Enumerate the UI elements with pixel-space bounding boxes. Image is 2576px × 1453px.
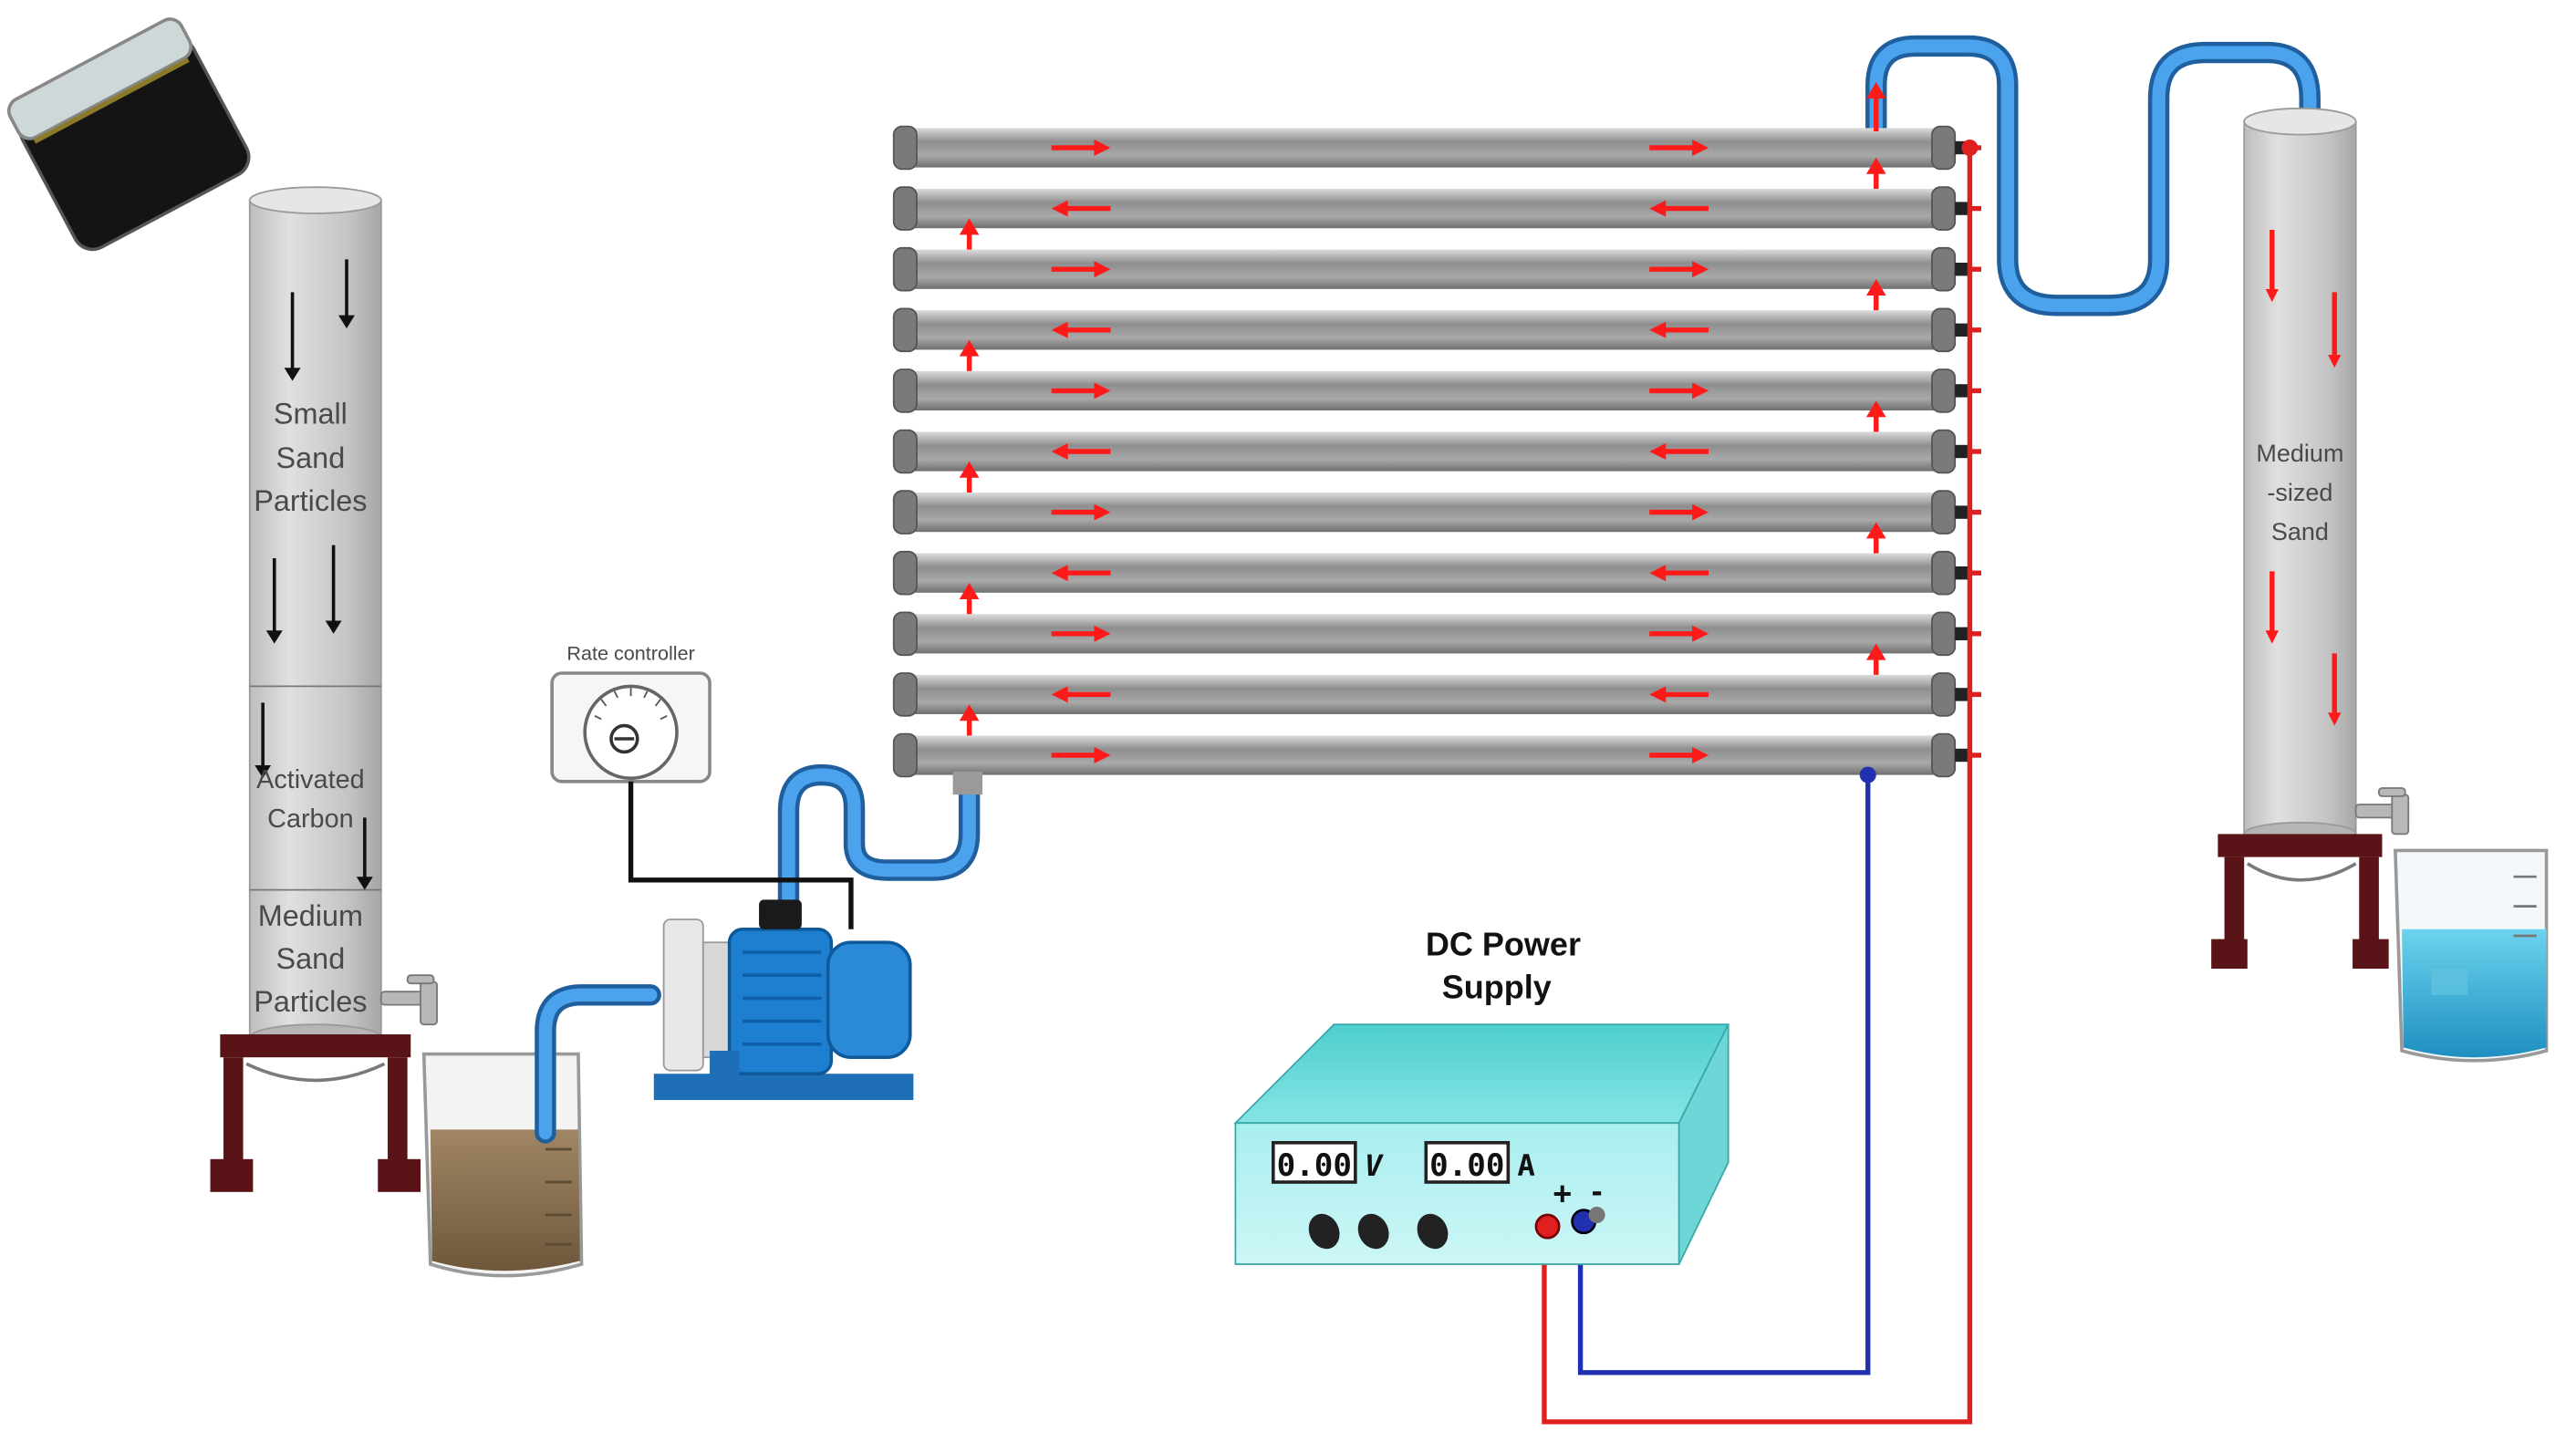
current-unit: A [1517,1148,1535,1183]
flow-arrow [1051,382,1111,400]
reactor-tube [892,246,1982,292]
dc-power-supply-label-2: Supply [1442,968,1552,1005]
flow-arrow [1649,443,1709,460]
flow-arrow [1051,261,1111,278]
knob-icon [1308,1213,1340,1250]
medium-sized-sand-label-1: Medium [2256,440,2343,467]
flow-arrow [1051,321,1111,338]
medium-sand-label-1: Medium [258,899,363,932]
flow-arrow [1051,503,1111,521]
plus-sign: + [1553,1175,1572,1212]
electrical-wiring [1542,140,1979,1425]
rate-controller [550,671,712,784]
treated-water-beaker-icon [2394,848,2549,1063]
voltage-display [1271,1141,1357,1184]
flow-arrow [1649,686,1709,703]
flow-arrow [1649,503,1709,521]
flow-arrow [1051,140,1111,156]
blue-tubing [535,35,2321,1144]
small-sand-label-2: Sand [276,441,346,474]
left-column-down-arrows [254,259,373,890]
medium-sand-label-2: Sand [276,942,346,975]
flow-arrow [1051,200,1111,217]
right-column-labels: Medium -sized Sand [2256,440,2343,545]
voltage-readout: 0.00 [1277,1147,1352,1184]
small-sand-label-3: Particles [254,484,367,517]
flow-arrow [1051,747,1111,763]
reactor-tube [892,307,1982,353]
positive-terminal-node [1961,140,1979,156]
controller-cable [628,781,854,929]
flow-arrow [1865,82,1886,131]
oil-beaker-icon [6,17,251,252]
dc-power-supply [1233,1023,1730,1265]
reactor-tube [892,490,1982,534]
control-knobs [1308,1213,1449,1250]
left-column-stand [210,1034,421,1192]
reactor-inlet [952,772,983,795]
left-filter-column [248,186,382,1052]
medium-sand-label-3: Particles [254,985,367,1018]
medium-sized-sand-label-2: -sized [2267,479,2332,506]
right-column-stand [2211,834,2389,969]
flow-arrow [1649,200,1709,217]
flow-arrow [1649,747,1709,763]
flow-arrow [1051,625,1111,642]
activated-carbon-label-2: Carbon [267,804,353,834]
current-display [1424,1141,1511,1184]
rate-controller-label: Rate controller [566,642,694,665]
electrochemical-reactor [892,82,1982,778]
left-column-labels: Small Sand Particles Activated Carbon Me… [254,397,367,1017]
negative-wire [1577,774,1871,1375]
positive-wire [1542,148,1973,1425]
flow-arrow [1051,443,1111,460]
flow-arrow [1649,321,1709,338]
flow-arrow [1649,261,1709,278]
current-readout: 0.00 [1429,1147,1504,1184]
dial-icon [609,723,639,754]
negative-terminal-node [1859,766,1876,784]
right-tap-icon [2354,787,2410,835]
voltage-unit: V [1365,1148,1384,1183]
knob-icon [1417,1213,1449,1250]
flow-arrow [1649,565,1709,582]
minus-sign: - [1592,1172,1603,1209]
flow-arrow [1649,140,1709,156]
flow-arrow [1649,625,1709,642]
plus-terminal-icon [1534,1213,1561,1240]
right-filter-column [2243,107,2357,846]
pump-icon [653,899,914,1100]
knob-icon [1357,1213,1389,1250]
flow-arrow [1649,382,1709,400]
activated-carbon-label-1: Activated [256,765,364,794]
raw-water-beaker-icon [421,1052,584,1278]
left-tap-icon [379,974,438,1026]
medium-sized-sand-label-3: Sand [2271,518,2329,545]
dc-power-supply-label-1: DC Power [1426,926,1581,963]
small-sand-label-1: Small [274,397,348,430]
flow-arrow [1051,686,1111,703]
flow-arrow [1051,565,1111,582]
right-column-down-arrows [2265,230,2342,726]
